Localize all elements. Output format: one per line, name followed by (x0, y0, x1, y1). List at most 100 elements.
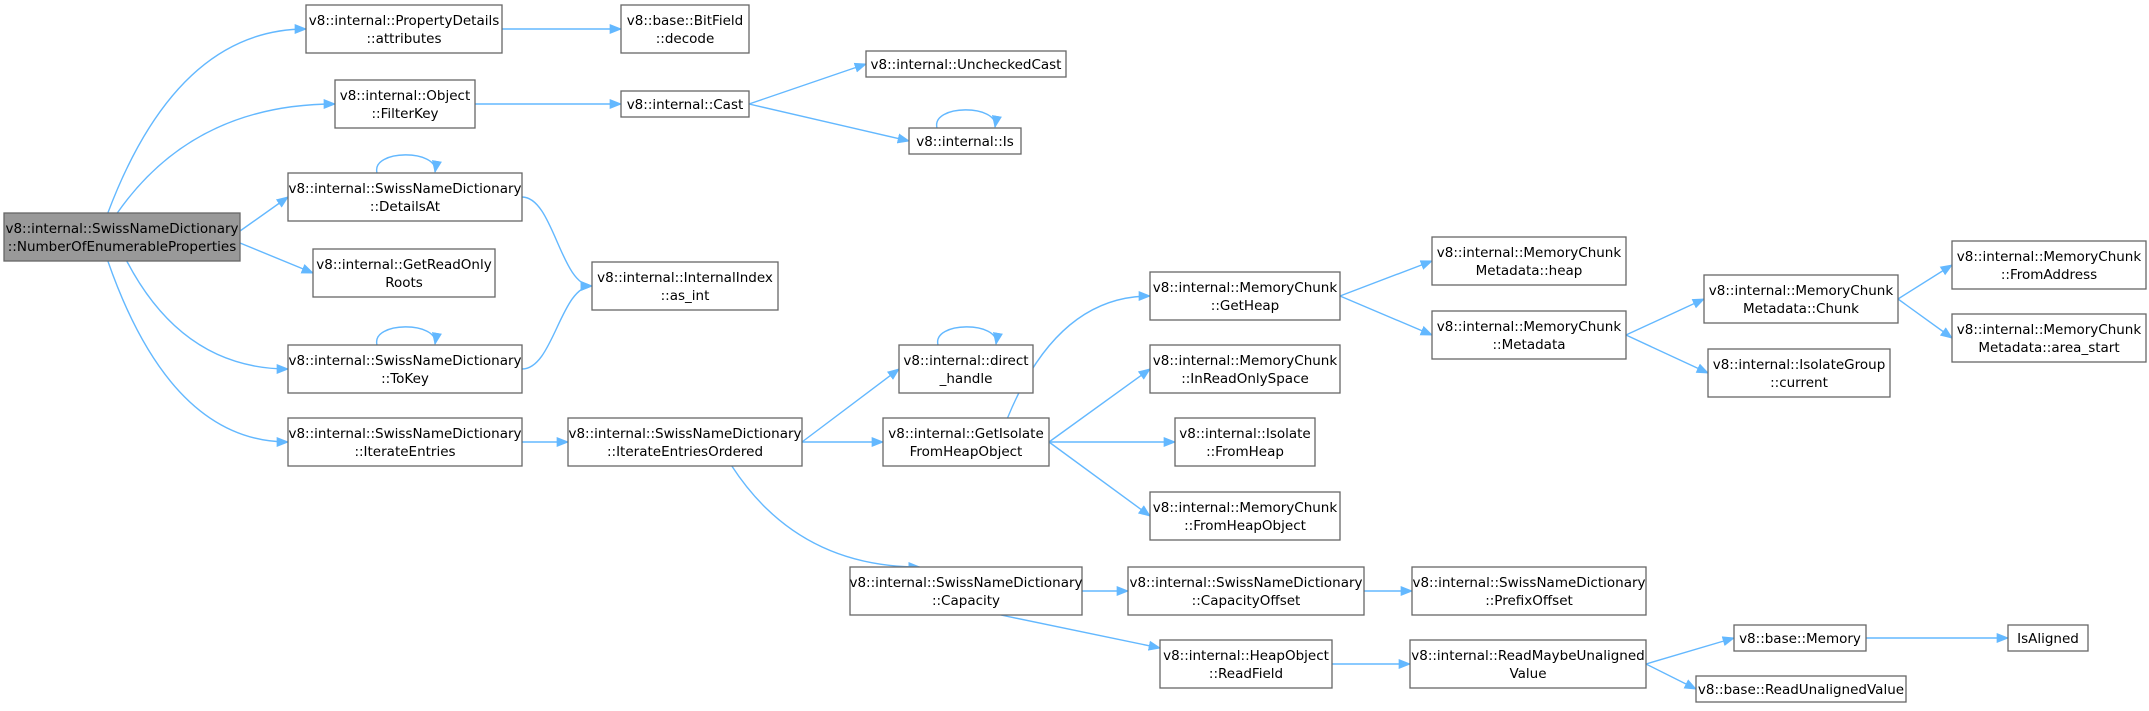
edges-layer (107, 23, 2010, 690)
node-label: v8::base::Memory (1739, 631, 1861, 647)
node-label: ::FromAddress (2001, 267, 2097, 283)
function-node-inro[interactable]: v8::internal::MemoryChunk::InReadOnlySpa… (1149, 344, 1341, 394)
function-node-pd_attr[interactable]: v8::internal::PropertyDetails::attribute… (305, 4, 503, 54)
node-label: v8::internal::SwissNameDictionary (288, 353, 521, 369)
node-label: v8::internal::SwissNameDictionary (288, 426, 521, 442)
function-node-mcmeta[interactable]: v8::internal::MemoryChunk::Metadata (1431, 310, 1627, 360)
function-node-iterord[interactable]: v8::internal::SwissNameDictionary::Itera… (567, 417, 803, 467)
node-label: ::decode (656, 31, 715, 47)
function-node-isaligned[interactable]: IsAligned (2007, 624, 2089, 652)
node-label: FromHeapObject (910, 444, 1023, 460)
node-label: v8::internal::MemoryChunk (1437, 319, 1622, 335)
node-label: Value (1509, 666, 1546, 682)
function-node-mcfho[interactable]: v8::internal::MemoryChunk::FromHeapObjec… (1149, 491, 1341, 541)
call-edge (748, 62, 868, 105)
call-edge (107, 260, 290, 448)
node-label: v8::internal::HeapObject (1163, 648, 1329, 664)
function-node-isogrp[interactable]: v8::internal::IsolateGroup::current (1707, 348, 1891, 398)
function-node-basemem[interactable]: v8::base::Memory (1733, 624, 1867, 652)
node-label: Roots (385, 275, 423, 291)
node-label: v8::internal::SwissNameDictionary (568, 426, 801, 442)
node-label: v8::internal::MemoryChunk (1153, 280, 1338, 296)
function-node-iterent[interactable]: v8::internal::SwissNameDictionary::Itera… (287, 417, 523, 467)
function-node-prefoff[interactable]: v8::internal::SwissNameDictionary::Prefi… (1411, 566, 1647, 616)
call-edge (376, 326, 442, 346)
node-label: v8::internal::SwissNameDictionary (849, 575, 1082, 591)
node-label: ::FromHeapObject (1184, 518, 1306, 534)
call-edge (1048, 368, 1152, 443)
call-edge (1625, 334, 1710, 374)
call-edge (521, 280, 594, 370)
node-label: Metadata::Chunk (1743, 301, 1859, 317)
call-edge (239, 196, 290, 232)
node-label: v8::internal::SwissNameDictionary (288, 181, 521, 197)
node-label: IsAligned (2017, 631, 2079, 647)
call-edge (1645, 636, 1736, 665)
call-edge (1339, 260, 1434, 297)
call-edge (936, 109, 1002, 129)
node-label: v8::internal::IsolateGroup (1713, 357, 1886, 373)
node-label: v8::internal::MemoryChunk (1709, 283, 1894, 299)
node-label: v8::internal::Isolate (1179, 426, 1310, 442)
function-node-asint[interactable]: v8::internal::InternalIndex::as_int (591, 261, 779, 311)
node-label: ::DetailsAt (370, 199, 440, 215)
function-node-filterkey[interactable]: v8::internal::Object::FilterKey (334, 79, 476, 129)
function-node-root[interactable]: v8::internal::SwissNameDictionary::Numbe… (3, 212, 241, 262)
function-node-capoff[interactable]: v8::internal::SwissNameDictionary::Capac… (1127, 566, 1365, 616)
node-label: v8::internal::ReadMaybeUnaligned (1411, 648, 1645, 664)
call-edge (801, 368, 901, 443)
nodes-layer: v8::internal::SwissNameDictionary::Numbe… (3, 4, 2147, 703)
function-node-mcfa[interactable]: v8::internal::MemoryChunk::FromAddress (1951, 240, 2147, 290)
call-edge (1000, 614, 1162, 651)
function-node-getheap[interactable]: v8::internal::MemoryChunk::GetHeap (1149, 271, 1341, 321)
node-label: ::InReadOnlySpace (1181, 371, 1309, 387)
call-edge (1048, 441, 1152, 517)
node-label: ::GetHeap (1211, 298, 1279, 314)
node-label: v8::internal::MemoryChunk (1437, 245, 1622, 261)
node-label: v8::internal::GetIsolate (888, 426, 1044, 442)
node-label: ::Metadata (1492, 337, 1565, 353)
function-node-isofh[interactable]: v8::internal::Isolate::FromHeap (1174, 417, 1316, 467)
node-label: ::PrefixOffset (1485, 593, 1573, 609)
node-label: v8::internal::PropertyDetails (309, 13, 500, 29)
function-node-detailsat[interactable]: v8::internal::SwissNameDictionary::Detai… (287, 172, 523, 222)
node-label: v8::internal::UncheckedCast (871, 57, 1062, 73)
call-edge (748, 103, 911, 144)
node-label: v8::internal::MemoryChunk (1153, 353, 1338, 369)
function-node-readfield[interactable]: v8::internal::HeapObject::ReadField (1159, 639, 1333, 689)
call-edge (1897, 264, 1954, 300)
function-node-cast[interactable]: v8::internal::Cast (620, 90, 750, 118)
function-node-readunal[interactable]: v8::base::ReadUnalignedValue (1695, 675, 1907, 703)
node-label: ::IterateEntries (354, 444, 455, 460)
function-node-unchecked[interactable]: v8::internal::UncheckedCast (865, 50, 1067, 78)
node-label: Metadata::heap (1476, 263, 1583, 279)
node-label: v8::internal::InternalIndex (597, 270, 773, 286)
function-node-is[interactable]: v8::internal::Is (908, 127, 1022, 155)
node-label: _handle (939, 371, 993, 387)
call-edge (1339, 295, 1434, 336)
node-label: v8::internal::MemoryChunk (1957, 249, 2142, 265)
call-edge (731, 465, 921, 573)
function-node-mcas[interactable]: v8::internal::MemoryChunkMetadata::area_… (1951, 313, 2147, 363)
node-label: ::ToKey (381, 371, 429, 387)
node-label: ::FromHeap (1206, 444, 1284, 460)
node-label: v8::internal::MemoryChunk (1957, 322, 2142, 338)
node-label: v8::internal::Object (340, 88, 471, 104)
node-label: ::CapacityOffset (1192, 593, 1301, 609)
call-edge (126, 260, 290, 375)
function-node-capacity[interactable]: v8::internal::SwissNameDictionary::Capac… (849, 566, 1083, 616)
call-edge (1897, 298, 1954, 339)
function-node-tokey[interactable]: v8::internal::SwissNameDictionary::ToKey (287, 344, 523, 394)
node-label: v8::base::BitField (627, 13, 743, 29)
function-node-bitfield[interactable]: v8::base::BitField::decode (620, 4, 750, 54)
function-node-directh[interactable]: v8::internal::direct_handle (898, 344, 1034, 394)
node-label: v8::internal::SwissNameDictionary (1412, 575, 1645, 591)
node-label: v8::internal::Cast (627, 97, 744, 113)
call-edge (376, 154, 442, 174)
node-label: ::ReadField (1209, 666, 1283, 682)
